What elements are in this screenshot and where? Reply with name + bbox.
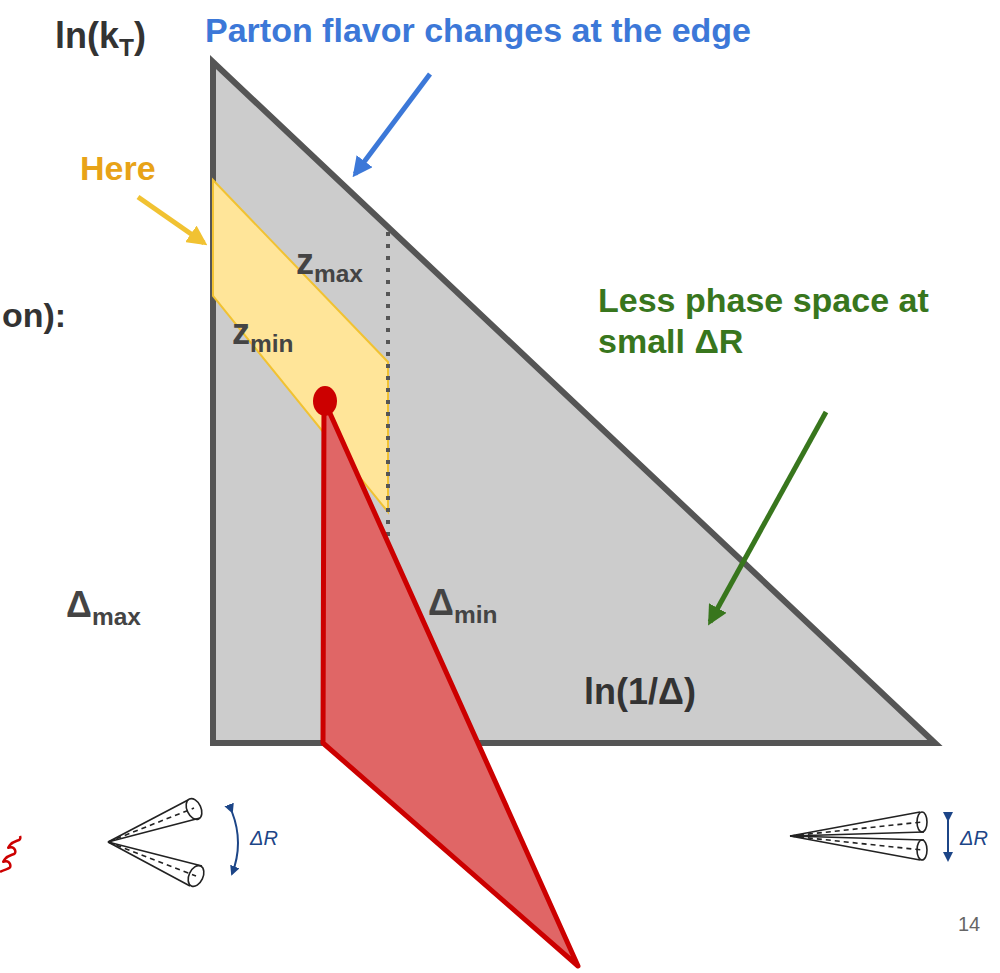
subscript: min — [250, 330, 294, 357]
region-label: z — [232, 311, 250, 352]
region-label-group: zmax — [296, 240, 363, 288]
angle-label-group: ΔR — [960, 826, 988, 850]
region-label: z — [296, 241, 314, 282]
callout-note: Here — [80, 149, 156, 187]
region-label-group: zmin — [232, 310, 294, 358]
callout-note: Less phase space at small ΔR — [598, 281, 929, 360]
subscript: max — [314, 260, 363, 287]
region-label: Δ — [428, 582, 454, 623]
angle-label-group: ΔR — [250, 826, 278, 850]
callout-note-group: Here — [80, 148, 156, 189]
page-number-group: 14 — [958, 912, 980, 936]
angle-label: ΔR — [960, 827, 988, 849]
subscript: T — [119, 34, 134, 61]
region-label: Δ — [66, 584, 92, 625]
region-label-group: Δmax — [66, 583, 141, 631]
subscript: min — [454, 601, 498, 628]
subscript: max — [92, 603, 141, 630]
axis-title: ) — [134, 15, 146, 56]
cut-text: on): — [2, 296, 66, 334]
angle-label: ΔR — [250, 827, 278, 849]
callout-note-group: Parton flavor changes at the edge — [205, 10, 751, 51]
axis-title-group: ln(kT) — [55, 14, 146, 62]
callout-note: Parton flavor changes at the edge — [205, 11, 751, 49]
axis-title-group: ln(1/Δ) — [584, 670, 696, 713]
axis-title: ln(k — [55, 15, 119, 56]
axis-title: ln(1/Δ) — [584, 671, 696, 712]
page-number: 14 — [958, 913, 980, 935]
region-label-group: Δmin — [428, 581, 497, 629]
callout-note-group: Less phase space at small ΔR — [598, 280, 1000, 362]
cut-text-group: on): — [2, 295, 66, 336]
